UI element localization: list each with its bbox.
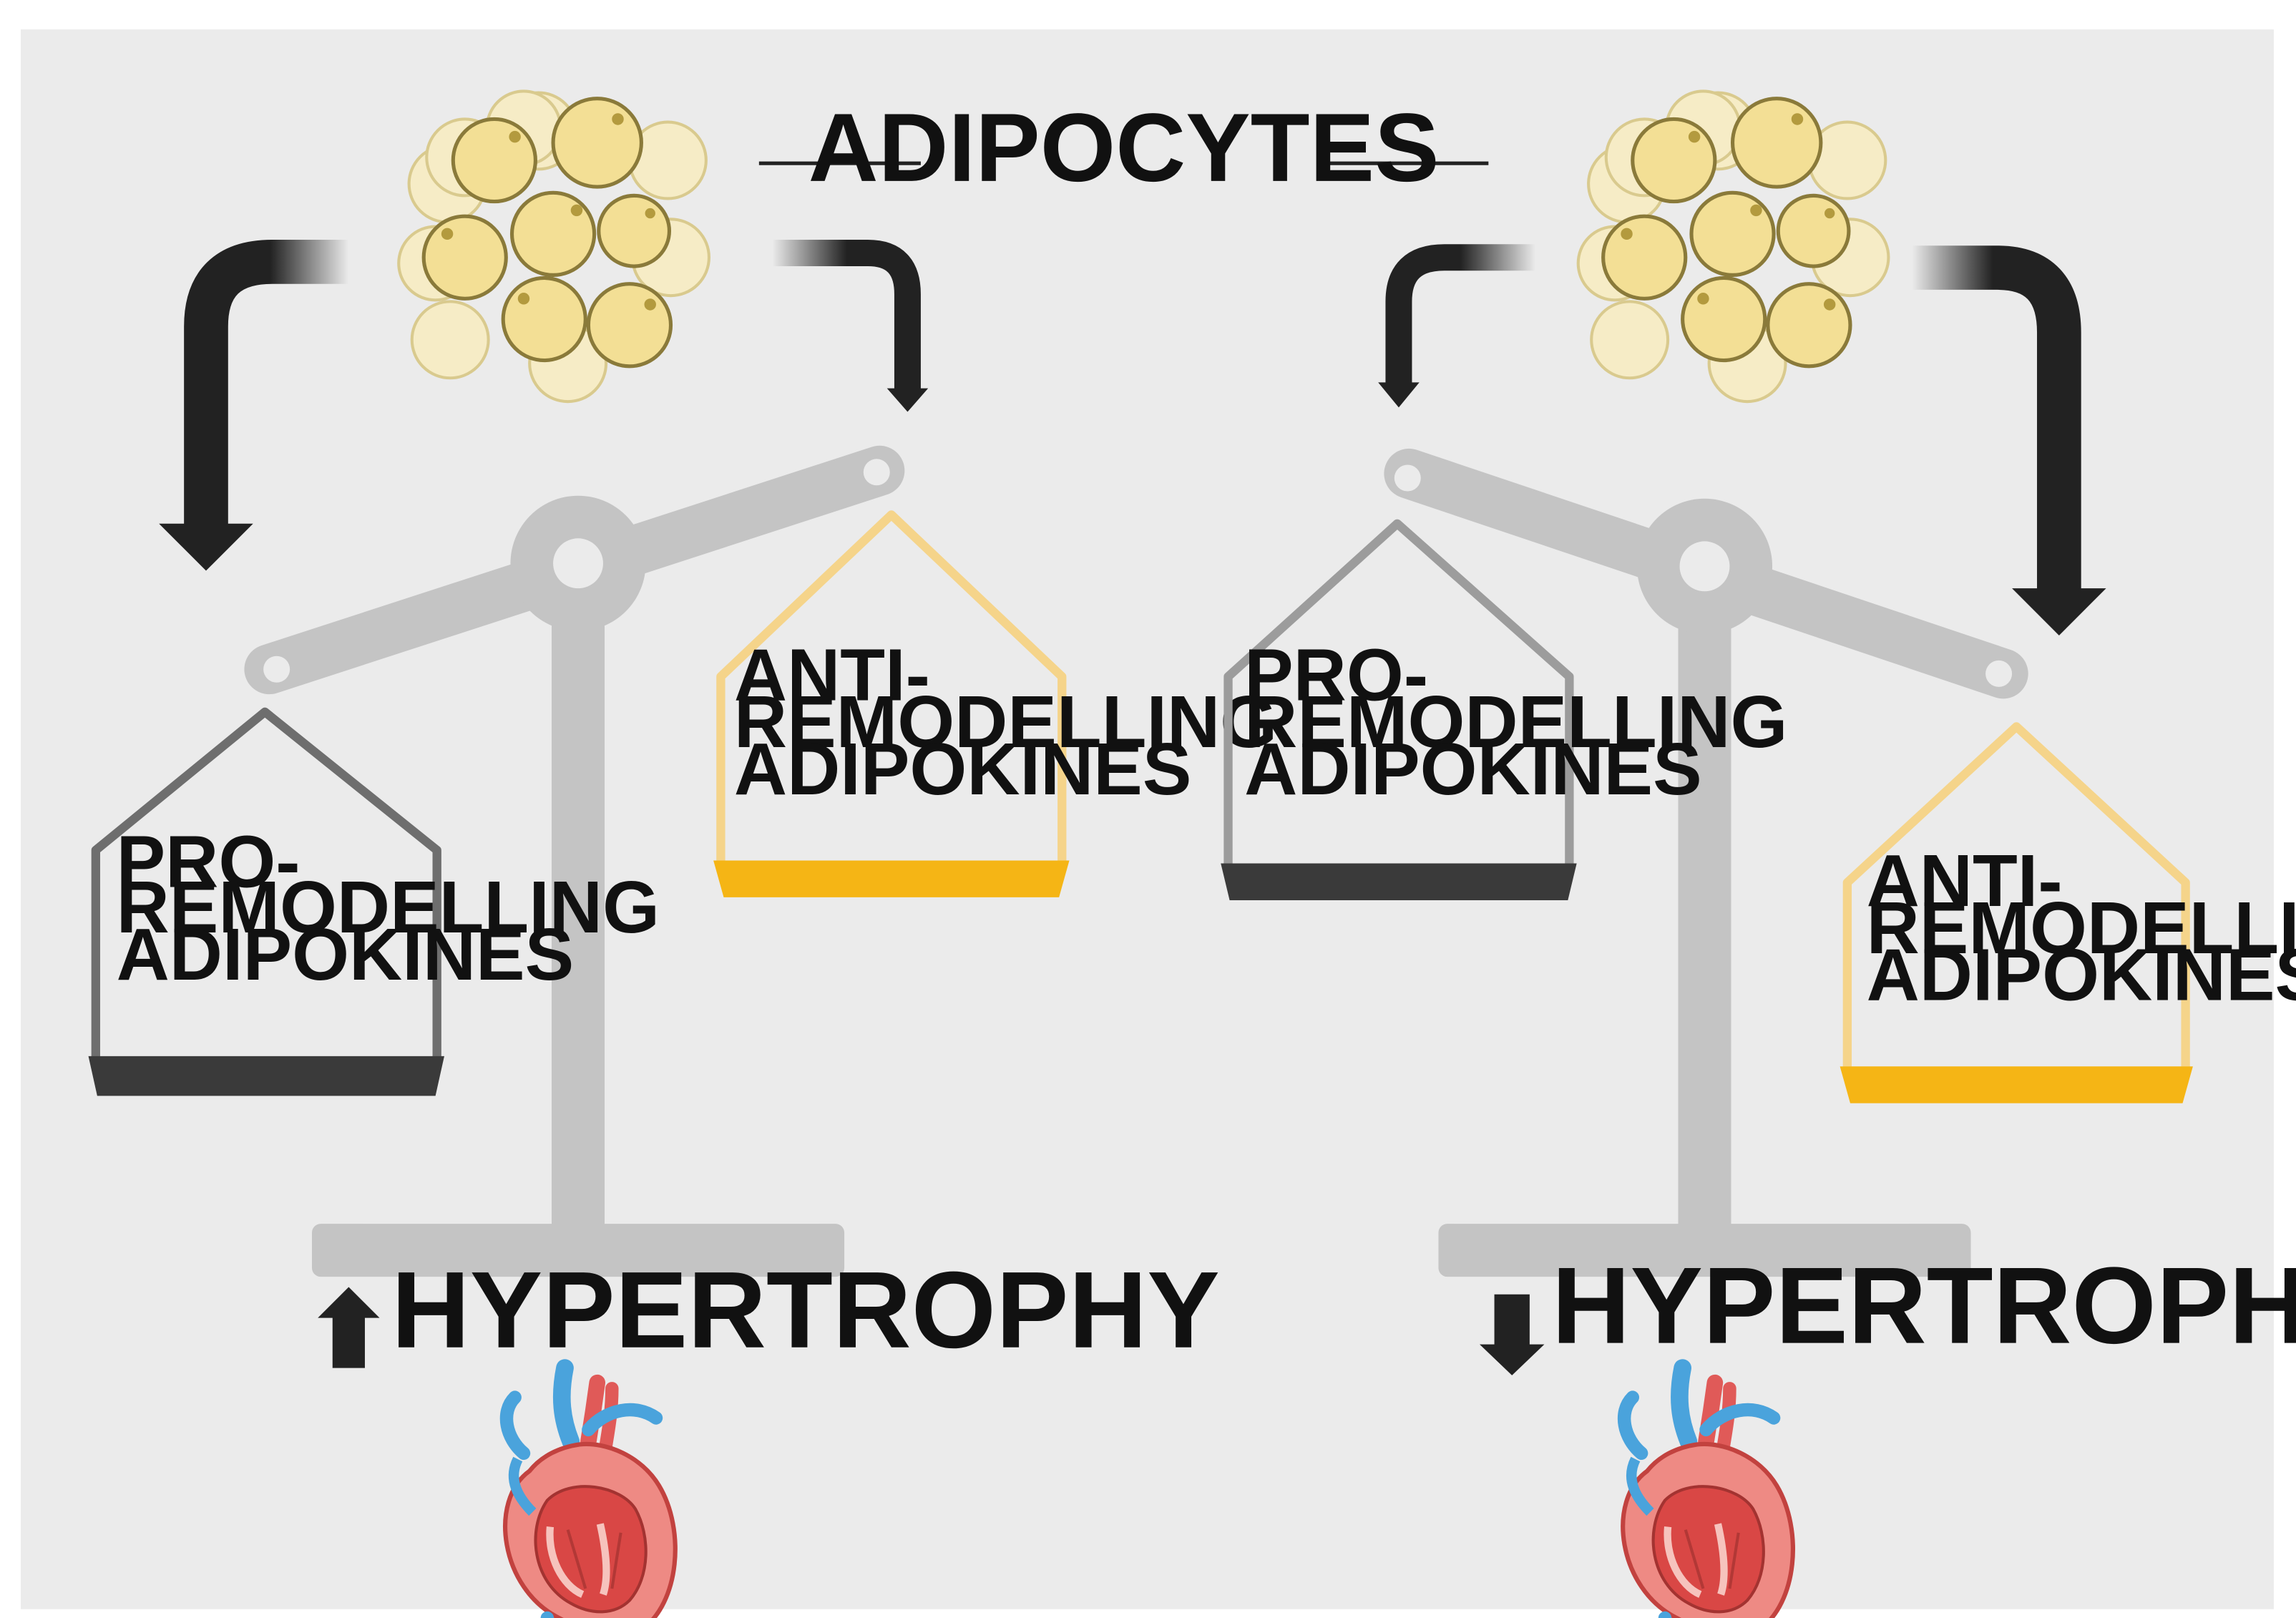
left-anti-label-line3: ADIPOKINES <box>734 728 1192 810</box>
right-pro-label-line3: ADIPOKINES <box>1244 728 1702 810</box>
left-pro-label-line2: REMODELLING <box>117 866 660 948</box>
left-pro-label-line3: ADIPOKINES <box>117 913 575 995</box>
left-pro-label-line1: PRO- <box>117 820 301 902</box>
right-scale <box>1384 448 2028 1277</box>
right-outcome: HYPERTROPHY <box>1480 1245 2296 1618</box>
right-pro-label-line1: PRO- <box>1244 633 1428 716</box>
right-pro-label: PRO- REMODELLING ADIPOKINES <box>1244 633 1808 810</box>
left-anti-pan: ANTI- REMODELLING ADIPOKINES <box>713 510 1298 897</box>
left-outcome-label: HYPERTROPHY <box>391 1249 1220 1371</box>
right-pro-label-line2: REMODELLING <box>1244 681 1787 763</box>
right-anti-pan: ANTI- REMODELLING ADIPOKINES <box>1840 722 2296 1103</box>
right-outcome-label: HYPERTROPHY <box>1552 1245 2296 1367</box>
right-panel: PRO- REMODELLING ADIPOKINES ANTI- REMODE… <box>1221 91 2296 1618</box>
left-pro-label: PRO- REMODELLING ADIPOKINES <box>117 820 680 995</box>
left-pro-pan: PRO- REMODELLING ADIPOKINES <box>88 707 680 1096</box>
left-arrow-to-pro <box>159 240 349 571</box>
title-label: ADIPOCYTES <box>809 93 1440 202</box>
right-arrow-to-anti <box>1912 245 2106 635</box>
right-anti-label-line1: ANTI- <box>1867 839 2063 922</box>
left-scale <box>244 445 905 1277</box>
left-outcome: HYPERTROPHY <box>318 1249 1220 1618</box>
left-panel: PRO- REMODELLING ADIPOKINES ANTI- REMODE… <box>88 91 1298 1618</box>
arrow-down-icon <box>1480 1294 1545 1375</box>
left-anti-label-line2: REMODELLING <box>734 681 1277 763</box>
right-anti-label: ANTI- REMODELLING ADIPOKINES <box>1867 839 2296 1016</box>
left-anti-label: ANTI- REMODELLING ADIPOKINES <box>734 633 1298 810</box>
right-anti-label-line2: REMODELLING <box>1867 887 2296 969</box>
right-arrow-to-pro <box>1378 244 1536 408</box>
right-pro-pan: PRO- REMODELLING ADIPOKINES <box>1221 519 1808 900</box>
left-anti-label-line1: ANTI- <box>734 633 930 716</box>
arrow-up-icon <box>318 1287 380 1368</box>
left-arrow-to-anti <box>772 240 929 412</box>
right-anti-label-line3: ADIPOKINES <box>1867 934 2296 1016</box>
